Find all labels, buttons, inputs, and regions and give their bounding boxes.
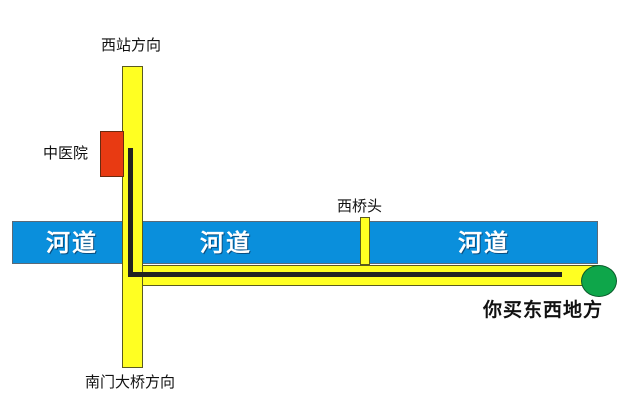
bridge-label: 西桥头 [337, 197, 383, 215]
north-direction-label: 西站方向 [101, 36, 162, 54]
west-bridge [360, 217, 370, 265]
route-line-horizontal [128, 272, 562, 277]
hospital-marker [100, 131, 124, 177]
hospital-label: 中医院 [43, 144, 89, 162]
destination-label: 你买东西地方 [483, 299, 604, 321]
route-line-vertical [128, 148, 133, 277]
river [12, 221, 598, 264]
destination-marker [581, 265, 617, 297]
river-label-middle: 河道 [200, 229, 252, 257]
south-direction-label: 南门大桥方向 [85, 373, 176, 391]
river-label-left: 河道 [46, 229, 98, 257]
river-label-right: 河道 [458, 229, 510, 257]
